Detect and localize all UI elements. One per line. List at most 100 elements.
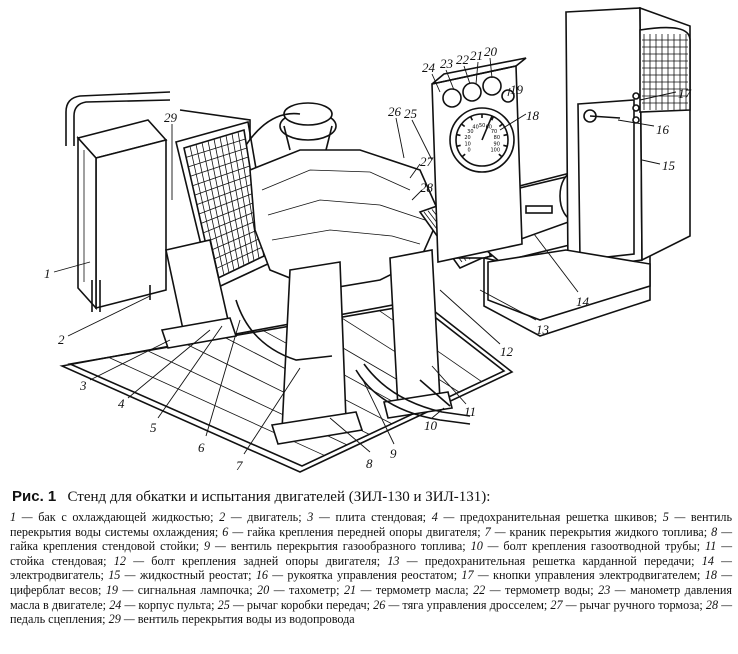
legend-item: 28 — педаль сцепления;: [10, 598, 732, 627]
legend-dash: —: [229, 597, 247, 612]
callout-9: 9: [390, 446, 397, 461]
dial-scale-label: 100: [490, 148, 500, 154]
legend-item-text: болт крепления газоотводной трубы;: [503, 539, 701, 554]
legend-dash: —: [120, 568, 140, 583]
legend-item-text: сигнальная лампочка;: [137, 582, 253, 597]
legend-item-number: 18: [704, 568, 717, 583]
legend-item-text: вентиль перекрытия газообразного топлива…: [230, 539, 466, 554]
dial-scale-label: 20: [464, 135, 470, 141]
legend-dash: —: [356, 582, 376, 597]
legend-item: 26 — тяга управления дросселем;: [373, 598, 547, 612]
legend-dash: —: [399, 553, 425, 568]
stand-legs: [160, 239, 453, 445]
callout-2: 2: [58, 332, 65, 347]
callout-27: 27: [420, 154, 434, 169]
legend-dash: —: [717, 524, 733, 539]
callout-16: 16: [656, 122, 670, 137]
legend-item-text: тяга управления дросселем;: [402, 597, 548, 612]
legend-item-text: кнопки управления электродвигателем;: [493, 568, 701, 583]
legend-dash: —: [120, 612, 138, 627]
legend-item-text: гайка крепления передней опоры двигателя…: [247, 524, 481, 539]
callout-13: 13: [536, 322, 550, 337]
callout-14: 14: [576, 294, 590, 309]
legend-item: 18 — циферблат весов;: [10, 568, 732, 597]
legend-item-number: 22: [473, 582, 486, 597]
legend-item: 7 — краник перекрытия жидкого топлива;: [485, 525, 707, 539]
callout-19: 19: [510, 82, 524, 97]
engine: [179, 102, 441, 291]
legend-dash: —: [268, 568, 288, 583]
legend-item-number: 26: [373, 597, 386, 612]
legend-dash: —: [16, 510, 39, 524]
callout-24: 24: [422, 60, 436, 75]
figure-title: Стенд для обкатки и испытания двигателей…: [67, 489, 491, 505]
legend-item-number: 2: [219, 510, 226, 524]
callout-21: 21: [470, 48, 483, 63]
legend-item: 19 — сигнальная лампочка;: [106, 583, 253, 597]
legend-dash: —: [385, 597, 403, 612]
legend-item-text: рычаг коробки передач;: [246, 597, 371, 612]
figure-caption: Рис. 1 Стенд для обкатки и испытания дви…: [10, 487, 732, 627]
callout-8: 8: [366, 456, 373, 471]
legend-item-text: вентиль перекрытия воды системы охлажден…: [10, 510, 733, 539]
legend-item: 22 — термометр воды;: [473, 583, 594, 597]
legend-item-number: 7: [484, 524, 491, 539]
dial-scale-label: 10: [464, 142, 470, 148]
callout-26: 26: [388, 104, 402, 119]
dial-scale-label: 80: [494, 135, 500, 141]
legend-item-number: 14: [701, 553, 714, 568]
legend-item: 11 — стойка стендовая;: [10, 539, 732, 568]
callout-25: 25: [404, 106, 418, 121]
legend-item-number: 21: [343, 582, 357, 597]
callout-17: 17: [678, 86, 692, 101]
callout-12: 12: [500, 344, 514, 359]
legend-item-text: корпус пульта;: [138, 597, 215, 612]
legend-item-number: 29: [108, 612, 121, 627]
caption-title: Рис. 1 Стенд для обкатки и испытания дви…: [12, 487, 732, 507]
legend-dash: —: [485, 582, 506, 597]
legend-item-number: 5: [662, 510, 669, 524]
legend-item: 16 — рукоятка управления реостатом;: [256, 568, 457, 582]
dial-scale-label: 0: [468, 148, 471, 154]
legend-item-text: электродвигатель;: [10, 568, 104, 583]
callout-6: 6: [198, 440, 205, 455]
dial-scale-label: 60: [486, 125, 492, 131]
callout-23: 23: [440, 56, 454, 71]
legend-item: 14 — электродвигатель;: [10, 554, 732, 583]
legend-dash: —: [228, 524, 248, 539]
legend-item-text: предохранительная решетка карданной пере…: [424, 553, 695, 568]
legend-item-number: 6: [222, 524, 229, 539]
legend-item-text: рычаг ручного тормоза;: [579, 597, 703, 612]
radiator: [175, 120, 273, 292]
legend-dash: —: [225, 510, 248, 524]
legend-dash: —: [473, 568, 494, 583]
callout-15: 15: [662, 158, 676, 173]
legend-item-number: 9: [204, 539, 211, 554]
legend-item: 15 — жидкостный реостат;: [108, 568, 251, 582]
legend-item-number: 16: [255, 568, 268, 583]
legend-dash: —: [716, 539, 733, 554]
callout-18: 18: [526, 108, 540, 123]
callout-10: 10: [424, 418, 438, 433]
legend-item-number: 10: [470, 539, 483, 554]
legend-item-number: 15: [108, 568, 121, 583]
legend-item-number: 13: [387, 553, 400, 568]
legend-item: 6 — гайка крепления передней опоры двига…: [222, 525, 480, 539]
legend-item: 1 — бак с охлаждающей жидкостью;: [10, 510, 213, 524]
legend-dash: —: [562, 597, 580, 612]
figure-legend: 1 — бак с охлаждающей жидкостью; 2 — дви…: [10, 510, 732, 627]
legend-item-number: 12: [113, 553, 126, 568]
legend-item-number: 1: [10, 510, 17, 524]
legend-item-number: 19: [105, 582, 119, 597]
legend-dash: —: [125, 553, 152, 568]
legend-dash: —: [313, 510, 336, 524]
legend-item-number: 25: [217, 597, 230, 612]
legend-dash: —: [668, 510, 691, 524]
dial-scale-label: 30: [467, 129, 473, 135]
callout-20: 20: [484, 44, 498, 59]
dial-scale-label: 50: [479, 123, 485, 129]
legend-item-text: термометр масла;: [375, 582, 469, 597]
legend-dash: —: [121, 597, 139, 612]
callout-3: 3: [79, 378, 87, 393]
